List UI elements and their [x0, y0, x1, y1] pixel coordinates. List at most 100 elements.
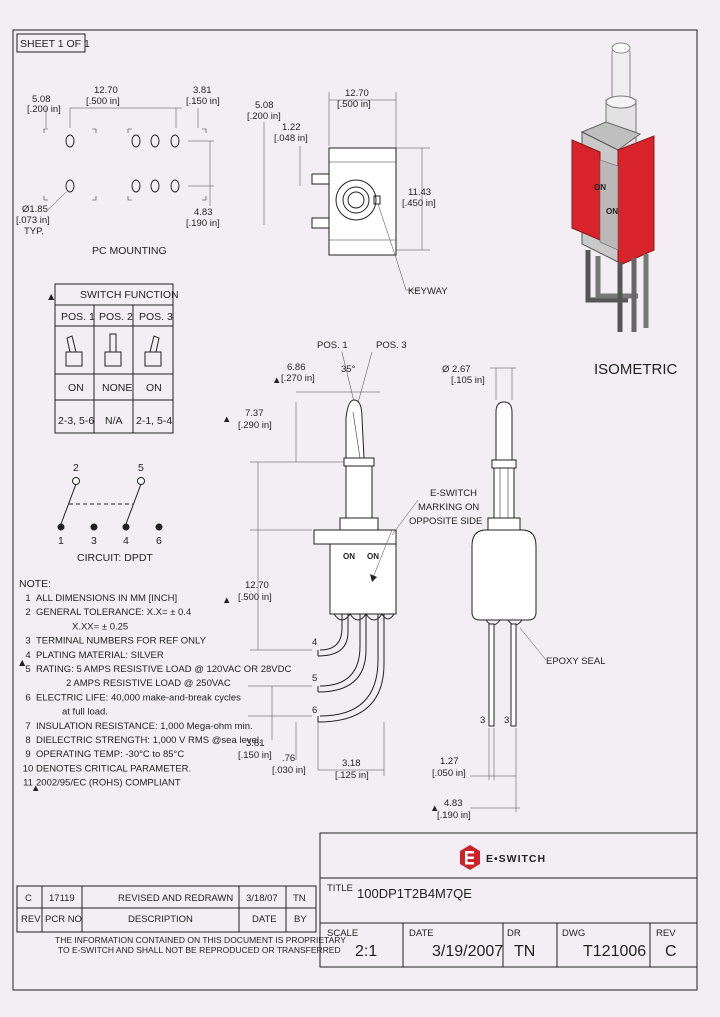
- isometric-red-plate: [617, 135, 655, 267]
- circuit-terminal-number: 5: [138, 462, 144, 474]
- front-dim-pin-left-mm: 3.81: [246, 738, 265, 749]
- side-dim-top-mm: 12.70: [345, 88, 369, 99]
- pcm-dim-center-top-mm: 12.70: [94, 85, 118, 96]
- note-number: 4: [25, 650, 30, 661]
- bushing-inner: [342, 186, 370, 214]
- note-number: 6: [25, 692, 30, 703]
- front-dim-pin-thick-in: [.030 in]: [272, 765, 306, 776]
- drawing-border: [12, 29, 698, 991]
- pcm-dim-center-top-in: [.500 in]: [86, 96, 120, 107]
- disclaimer-line: TO E-SWITCH AND SHALL NOT BE REPRODUCED …: [58, 945, 341, 955]
- note-number: 9: [25, 749, 30, 760]
- scale-label: SCALE: [327, 928, 358, 939]
- end-body: [471, 529, 537, 621]
- pcm-hole: [150, 134, 160, 148]
- end-dim-pin-gap-mm: 1.27: [440, 756, 459, 767]
- front-pos3-label: POS. 3: [376, 340, 407, 351]
- pc-mounting-view: 5.08 [.200 in] 12.70 [.500 in] 3.81 [.15…: [16, 85, 220, 257]
- date-value: 3/19/2007: [432, 943, 503, 960]
- circuit-terminal-number: 3: [91, 535, 97, 547]
- front-marking-label: E-SWITCH: [430, 488, 477, 499]
- note-text: TERMINAL NUMBERS FOR REF ONLY: [36, 636, 207, 647]
- side-dim-left-in: [.200 in]: [247, 111, 281, 122]
- end-dim-diameter-in: [.105 in]: [451, 375, 485, 386]
- front-body: [329, 543, 397, 615]
- note-number: 5: [25, 664, 30, 675]
- front-marking-label: MARKING ON: [418, 502, 479, 513]
- end-pin: [488, 623, 495, 727]
- keyway: [373, 195, 381, 205]
- switch-connection: 2-1, 5-4: [136, 415, 172, 427]
- front-terminal-number: 5: [312, 673, 317, 684]
- sheet-label: SHEET 1 OF 1: [20, 38, 90, 50]
- pcm-dim-right-side-in: [.190 in]: [186, 218, 220, 229]
- end-terminal-number: 3: [504, 715, 509, 726]
- e-switch-logo: E•SWITCH: [460, 845, 546, 870]
- revision-cell: 3/18/07: [246, 893, 278, 904]
- end-lever: [495, 401, 513, 461]
- date-label: DATE: [409, 928, 434, 939]
- end-terminal-number: 3: [480, 715, 485, 726]
- front-pos1-label: POS. 1: [317, 340, 348, 351]
- title-label: TITLE: [327, 883, 353, 894]
- end-dim-pin-span-in: [.190 in]: [437, 810, 471, 821]
- isometric-label: ISOMETRIC: [594, 361, 678, 378]
- front-marking-label: OPPOSITE SIDE: [409, 516, 482, 527]
- revision-cell: 17119: [49, 893, 75, 904]
- pcm-dim-right-top-mm: 3.81: [193, 85, 212, 96]
- switch-state: ON: [68, 382, 84, 394]
- circuit-terminal-number: 4: [123, 535, 129, 547]
- side-dim-left-mm: 5.08: [255, 100, 274, 111]
- switch-function-table: ▲ SWITCH FUNCTION POS. 1 POS. 2 POS. 3 O…: [46, 283, 179, 434]
- pcm-hole: [170, 134, 180, 148]
- pcm-dim-left-top-mm: 5.08: [32, 94, 51, 105]
- toggle-pos3-icon: [144, 335, 162, 367]
- side-dim-keyway-in: [.048 in]: [274, 133, 308, 144]
- pcm-dim-right-side-mm: 4.83: [194, 207, 213, 218]
- epoxy-label: EPOXY SEAL: [546, 656, 606, 667]
- critical-triangle-icon: ▲: [222, 595, 231, 606]
- note-text: DIELECTRIC STRENGTH: 1,000 V RMS @sea le…: [36, 735, 262, 746]
- title-value: 100DP1T2B4M7QE: [357, 886, 472, 901]
- pcm-dim-left-top-in: [.200 in]: [27, 104, 61, 115]
- pcm-dim-right-top-in: [.150 in]: [186, 96, 220, 107]
- note-text: 2 AMPS RESISTIVE LOAD @ 250VAC: [66, 678, 231, 689]
- revision-header: BY: [294, 914, 307, 925]
- critical-triangle-icon: ▲: [272, 375, 281, 386]
- rev-value: C: [665, 943, 677, 960]
- notes-title: NOTE:: [19, 578, 51, 590]
- switch-state: NONE: [102, 382, 132, 394]
- front-dim-pin-thick-mm: .76: [282, 753, 295, 764]
- note-text: GENERAL TOLERANCE: X.X= ± 0.4: [36, 607, 191, 618]
- revision-table: C 17119 REVISED AND REDRAWN 3/18/07 TN R…: [16, 885, 346, 955]
- pcm-title: PC MOUNTING: [92, 245, 167, 257]
- title-block: TITLE 100DP1T2B4M7QE SCALE 2:1 DATE 3/19…: [319, 877, 698, 968]
- pcm-hole: [65, 134, 75, 148]
- dwg-label: DWG: [562, 928, 585, 939]
- side-dim-height-in: [.450 in]: [402, 198, 436, 209]
- keyway-label: KEYWAY: [408, 286, 448, 297]
- isometric-marking: ON: [606, 207, 618, 216]
- circuit-terminal-number: 1: [58, 535, 64, 547]
- pcm-dim-hole-in: [.073 in]: [16, 215, 50, 226]
- brand-name: E•SWITCH: [486, 853, 546, 865]
- note-number: 8: [25, 735, 30, 746]
- side-body: [328, 147, 397, 256]
- brand-block: E•SWITCH: [319, 832, 698, 879]
- front-terminal-number: 6: [312, 705, 317, 716]
- note-number: 11: [23, 778, 33, 789]
- isometric-view: ON ON ISOMETRIC: [571, 42, 678, 378]
- front-dim-lever-in: [.290 in]: [238, 420, 272, 431]
- switch-function-header: POS. 1: [61, 311, 95, 323]
- revision-cell: C: [25, 893, 32, 904]
- circuit-terminal-number: 2: [73, 462, 79, 474]
- note-text: ALL DIMENSIONS IN MM [INCH]: [36, 593, 177, 604]
- front-dim-lever-mm: 7.37: [245, 408, 264, 419]
- end-pin: [510, 623, 517, 727]
- critical-triangle-icon: ▲: [222, 414, 231, 425]
- pcm-hole: [170, 179, 180, 193]
- circuit-diagram: 2 5 1 3 4 6 CIRCUIT: DPDT: [57, 462, 163, 564]
- critical-triangle-icon: ▲: [430, 803, 439, 814]
